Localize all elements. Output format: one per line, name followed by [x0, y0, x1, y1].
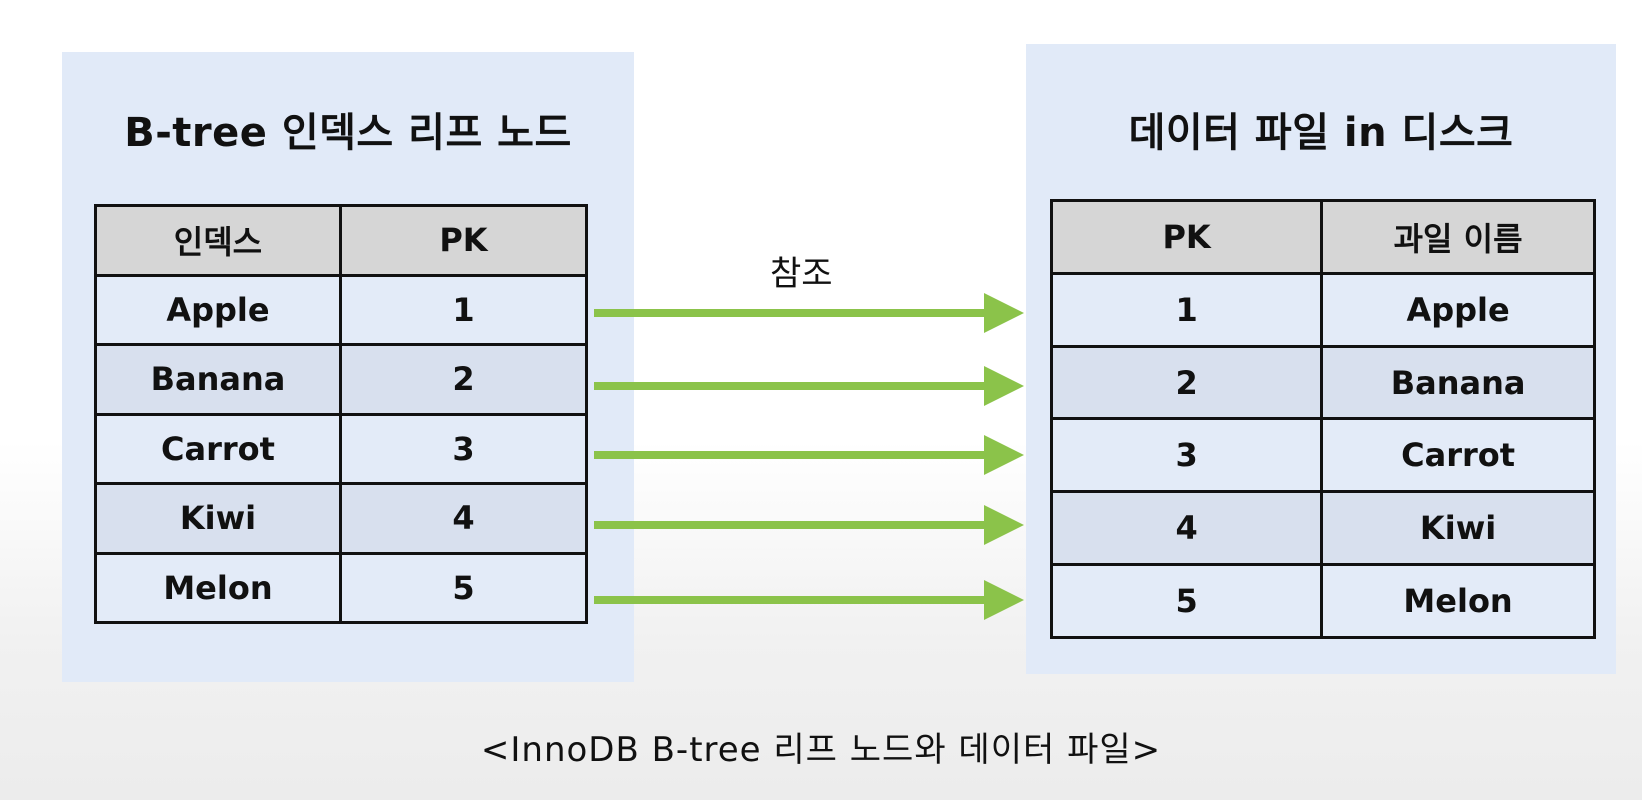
cell-pk: 5 — [338, 551, 589, 624]
header-fruit-name: 과일 이름 — [1320, 199, 1596, 275]
data-file-title: 데이터 파일 in 디스크 — [1128, 110, 1514, 156]
cell-fruit-name: Banana — [1320, 344, 1596, 421]
cell-pk: 5 — [1049, 563, 1324, 639]
table-row: Banana 2 — [94, 343, 589, 416]
table-row: 1 Apple — [1049, 271, 1596, 348]
cell-fruit-name: Melon — [1320, 563, 1596, 639]
index-leaf-node-table: 인덱스 PK Apple 1 Banana 2 Carrot 3 Kiwi 4 … — [94, 204, 589, 624]
table-row: 5 Melon — [1049, 563, 1596, 639]
table-row: Carrot 3 — [94, 412, 589, 485]
table-row: Kiwi 4 — [94, 482, 589, 555]
table-row: 2 Banana — [1049, 344, 1596, 421]
cell-fruit-name: Kiwi — [1320, 490, 1596, 567]
cell-index: Apple — [94, 273, 342, 346]
cell-index: Kiwi — [94, 482, 342, 555]
cell-fruit-name: Carrot — [1320, 417, 1596, 494]
cell-pk: 1 — [338, 273, 589, 346]
index-leaf-node-title: B-tree 인덱스 리프 노드 — [124, 110, 572, 156]
table-row: Melon 5 — [94, 551, 589, 624]
cell-index: Banana — [94, 343, 342, 416]
cell-pk: 3 — [338, 412, 589, 485]
header-pk: PK — [1049, 199, 1324, 275]
cell-fruit-name: Apple — [1320, 271, 1596, 348]
cell-pk: 1 — [1049, 271, 1324, 348]
data-file-panel: 데이터 파일 in 디스크 PK 과일 이름 1 Apple 2 Banana … — [1026, 44, 1616, 674]
table-row: 3 Carrot — [1049, 417, 1596, 494]
table-header-row: PK 과일 이름 — [1049, 199, 1596, 275]
figure-caption: <InnoDB B-tree 리프 노드와 데이터 파일> — [480, 730, 1162, 770]
index-leaf-node-panel: B-tree 인덱스 리프 노드 인덱스 PK Apple 1 Banana 2… — [62, 52, 634, 682]
reference-label: 참조 — [770, 254, 833, 294]
header-pk: PK — [338, 204, 589, 277]
data-file-table: PK 과일 이름 1 Apple 2 Banana 3 Carrot 4 Kiw… — [1049, 199, 1596, 639]
cell-index: Melon — [94, 551, 342, 624]
cell-pk: 4 — [1049, 490, 1324, 567]
cell-pk: 2 — [1049, 344, 1324, 421]
table-row: Apple 1 — [94, 273, 589, 346]
cell-pk: 3 — [1049, 417, 1324, 494]
cell-index: Carrot — [94, 412, 342, 485]
cell-pk: 2 — [338, 343, 589, 416]
table-header-row: 인덱스 PK — [94, 204, 589, 277]
table-row: 4 Kiwi — [1049, 490, 1596, 567]
header-index: 인덱스 — [94, 204, 342, 277]
cell-pk: 4 — [338, 482, 589, 555]
